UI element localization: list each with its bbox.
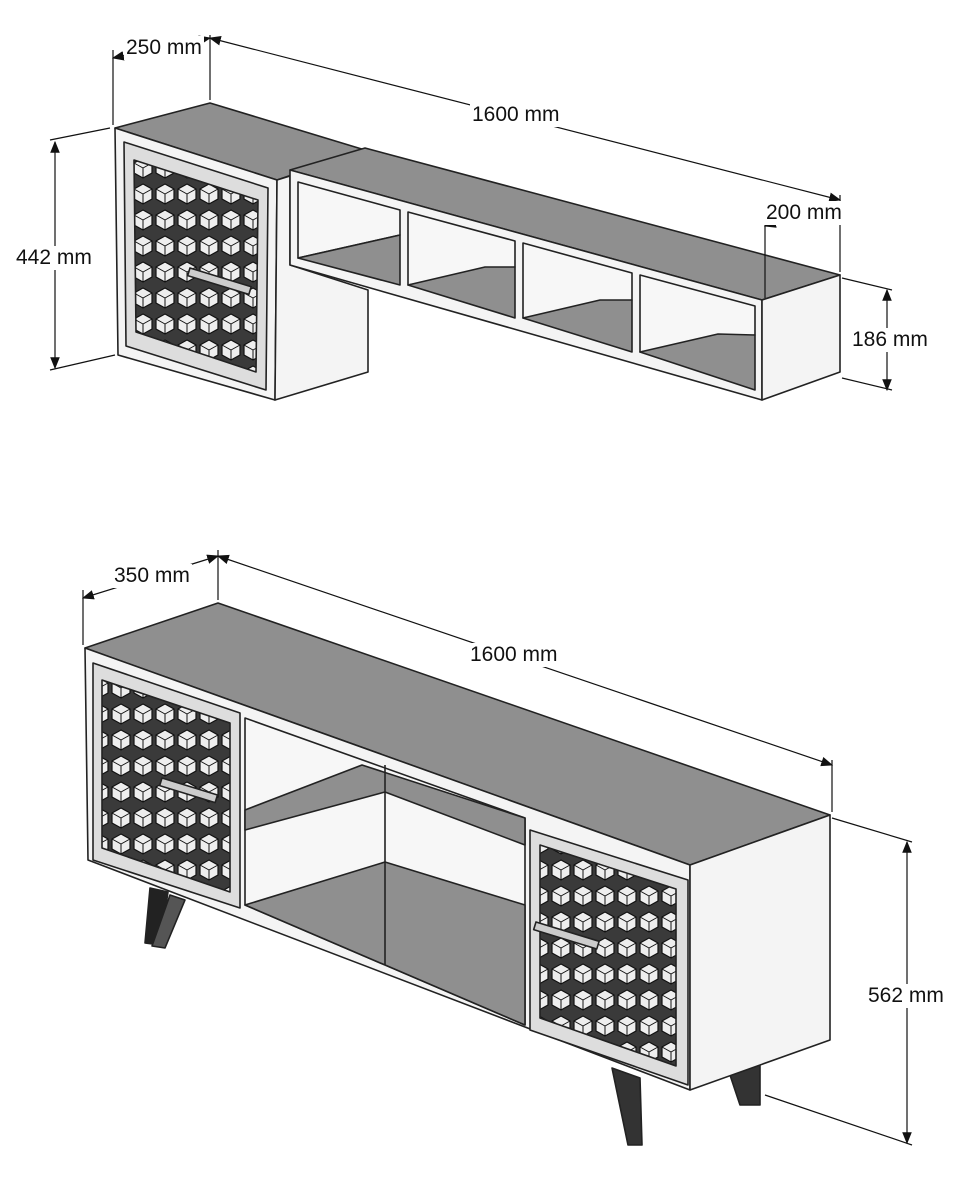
right-door-hex-panel [539,844,677,1067]
leg [611,1067,643,1146]
door-handle [186,267,253,296]
top-height-label: 442 mm [14,246,94,270]
stand-side [689,814,831,1091]
bottom-height-label: 562 mm [866,984,946,1008]
top-depth-label: 250 mm [124,36,204,60]
shelf-height-label: 186 mm [850,328,930,352]
tv-stand [84,602,831,1146]
top-width-label: 1600 mm [470,103,562,127]
wall-unit [114,102,841,401]
right-door-handle [532,921,600,950]
bottom-depth-label: 350 mm [112,564,192,588]
shelf-end [761,274,841,401]
leg [151,894,186,949]
bottom-width-label: 1600 mm [468,643,560,667]
shelf-depth-label: 200 mm [764,201,844,225]
left-door-handle [158,777,219,804]
